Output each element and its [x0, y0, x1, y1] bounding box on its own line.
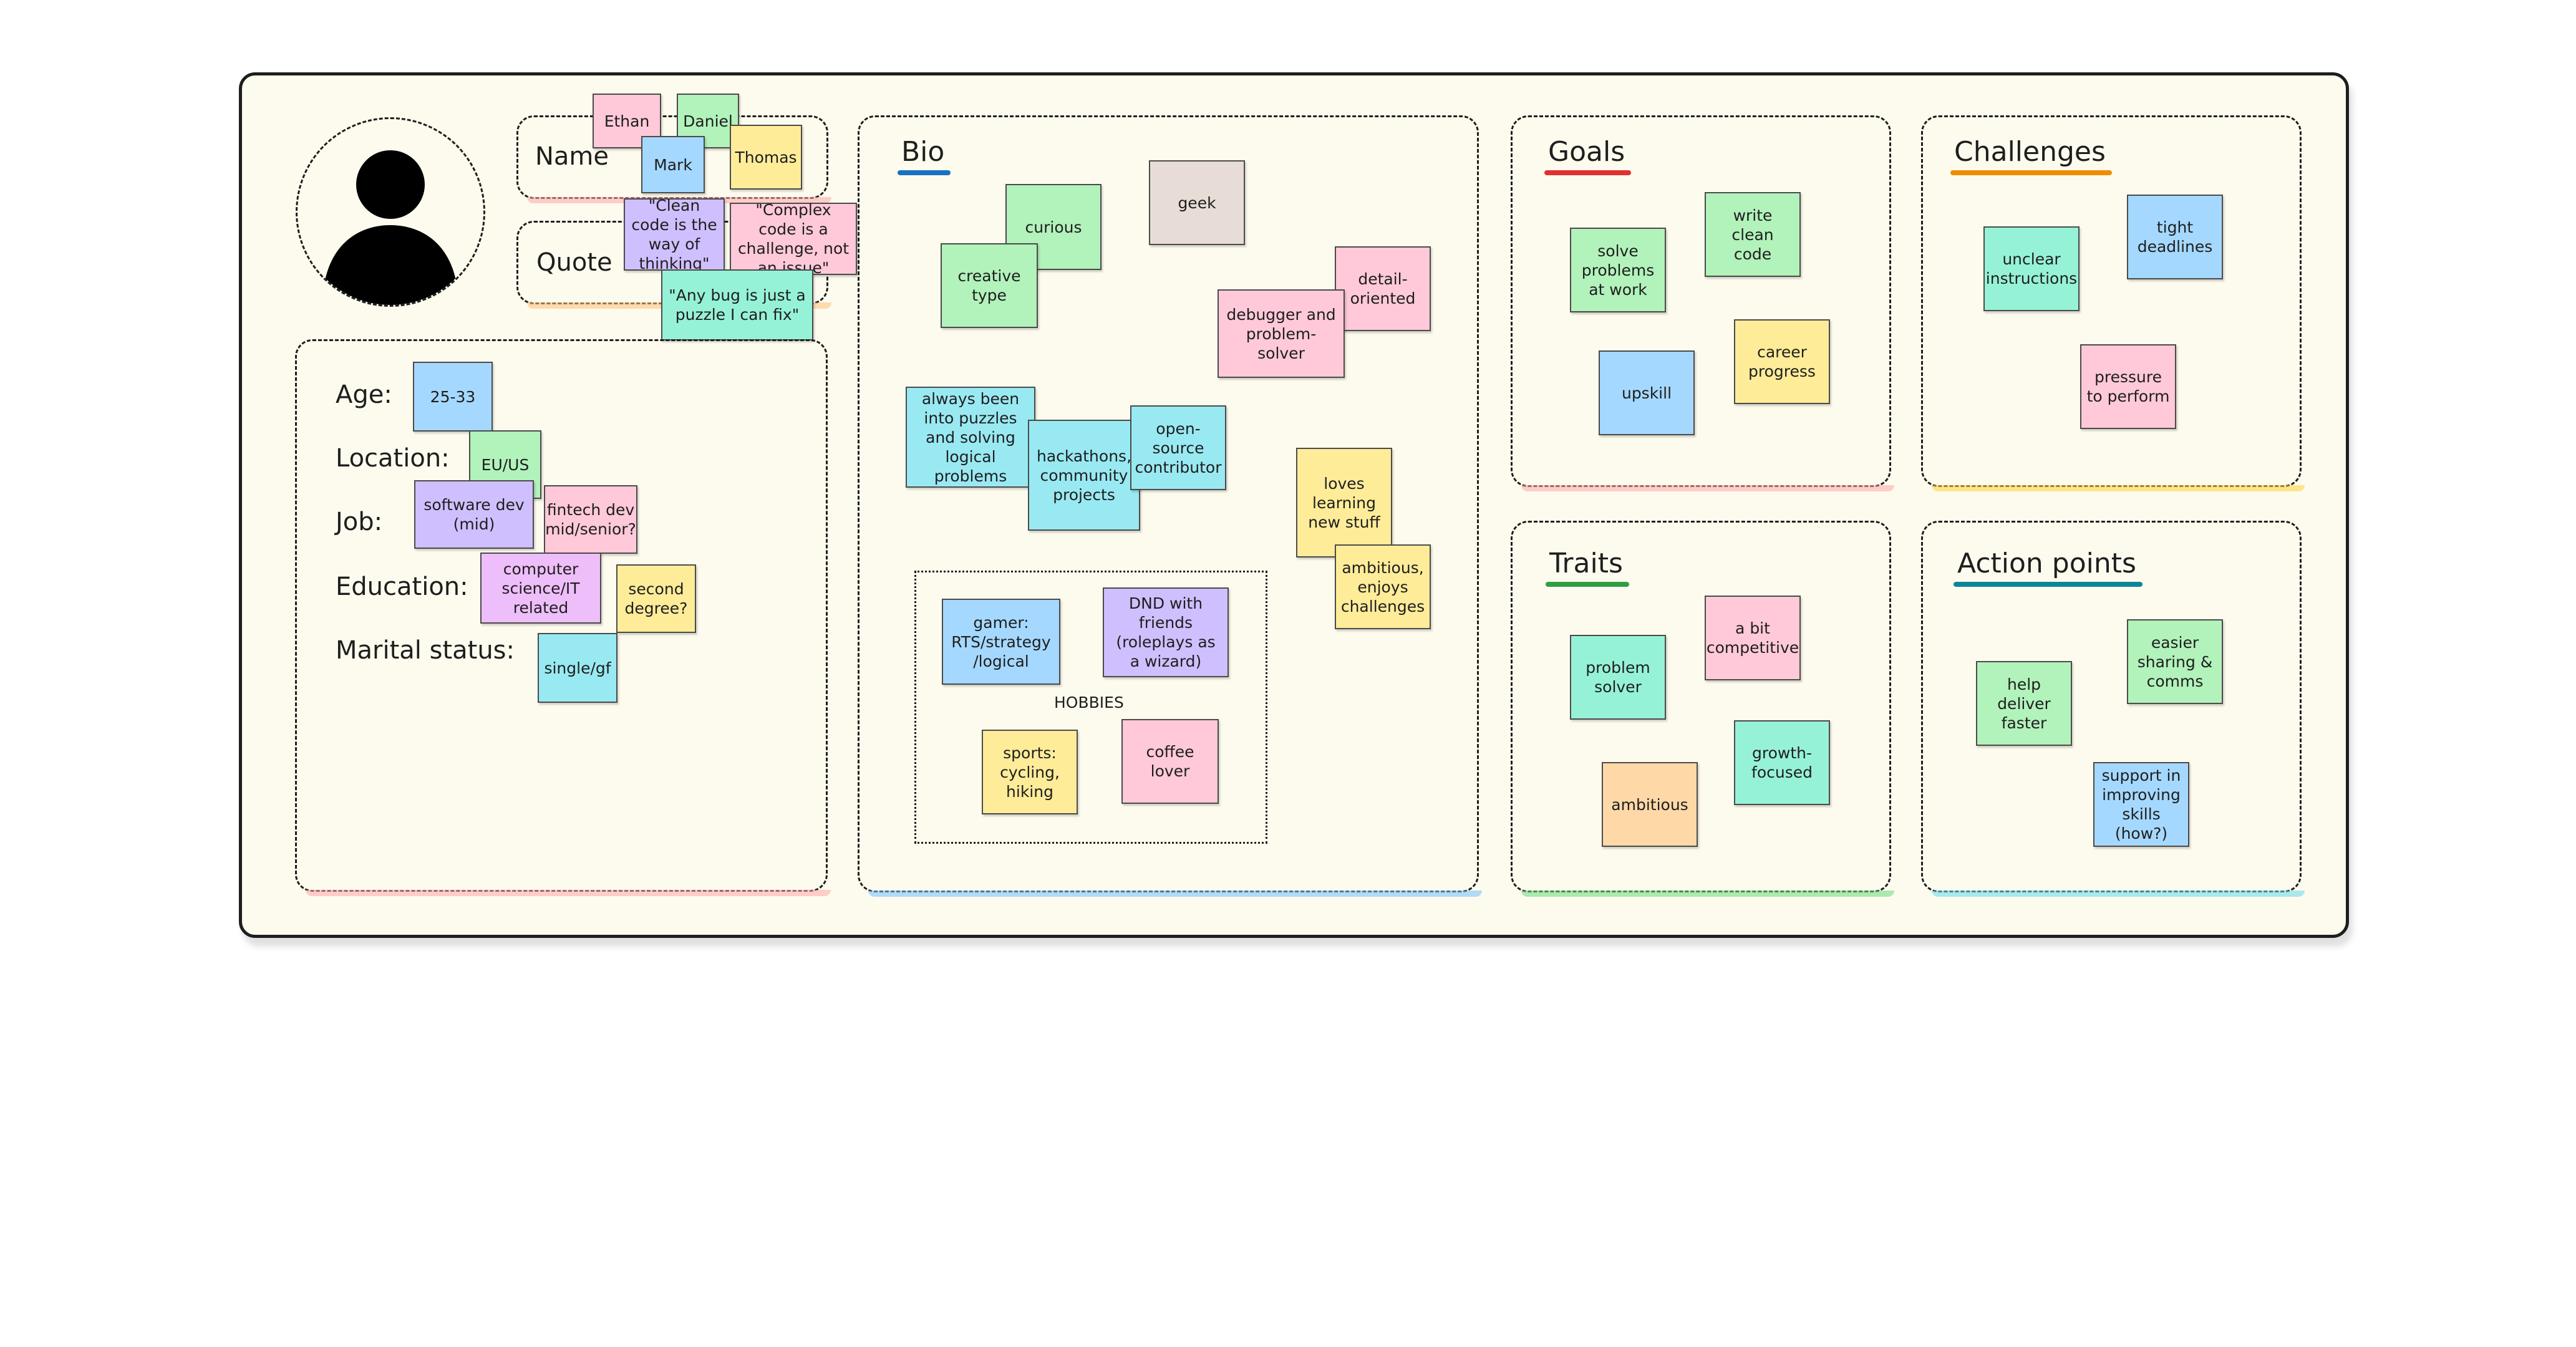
- challenge-note-deadlines[interactable]: tight deadlines: [2127, 195, 2223, 279]
- demographics-panel[interactable]: [295, 339, 831, 896]
- traits-title: Traits: [1546, 548, 1629, 587]
- job-label: Job:: [336, 508, 383, 536]
- hobby-note-gamer[interactable]: gamer: RTS/strategy /logical: [942, 599, 1060, 685]
- goals-title: Goals: [1544, 136, 1632, 175]
- traits-title-underline: [1546, 582, 1629, 587]
- location-label: Location:: [336, 444, 450, 473]
- bio-note-learning[interactable]: loves learning new stuff: [1296, 448, 1392, 558]
- goal-note-upskill[interactable]: upskill: [1599, 350, 1695, 435]
- trait-note-growth[interactable]: growth-focused: [1734, 720, 1830, 805]
- action-points-title-underline: [1954, 582, 2143, 587]
- name-note-thomas[interactable]: Thomas: [730, 125, 802, 190]
- marital-note[interactable]: single/gf: [538, 633, 617, 703]
- goals-title-underline: [1544, 170, 1632, 175]
- marital-status-label: Marital status:: [336, 636, 515, 665]
- quote-note-complex-code[interactable]: "Complex code is a challenge, not an iss…: [730, 201, 857, 277]
- challenges-panel[interactable]: [1921, 115, 2305, 491]
- traits-title-text: Traits: [1549, 548, 1623, 579]
- goals-title-text: Goals: [1548, 136, 1625, 168]
- education-label: Education:: [336, 572, 468, 601]
- job-note-fintech-dev[interactable]: fintech dev mid/senior?: [544, 485, 637, 554]
- hobbies-label: HOBBIES: [1054, 693, 1124, 712]
- bio-note-open-source[interactable]: open-source contributor: [1130, 405, 1226, 490]
- challenges-title-underline: [1950, 170, 2112, 175]
- bio-panel[interactable]: [858, 115, 1482, 897]
- challenges-title: Challenges: [1950, 136, 2112, 175]
- bio-title: Bio: [898, 136, 951, 175]
- quote-note-clean-code[interactable]: "Clean code is the way of thinking": [624, 196, 725, 273]
- traits-panel[interactable]: [1511, 521, 1894, 897]
- action-note-sharing[interactable]: easier sharing & comms: [2127, 619, 2223, 704]
- action-note-deliver-faster[interactable]: help deliver faster: [1976, 661, 2072, 746]
- action-points-title: Action points: [1954, 548, 2143, 587]
- education-note-second-degree[interactable]: second degree?: [616, 564, 696, 633]
- quote-label: Quote: [536, 248, 613, 277]
- goal-note-clean-code[interactable]: write clean code: [1705, 192, 1801, 277]
- bio-title-underline: [898, 170, 951, 175]
- action-points-panel[interactable]: [1921, 521, 2305, 897]
- hobbies-group[interactable]: [914, 571, 1267, 844]
- job-note-software-dev[interactable]: software dev (mid): [414, 480, 534, 549]
- hobby-note-sports[interactable]: sports: cycling, hiking: [982, 730, 1078, 814]
- trait-note-problem-solver[interactable]: problem solver: [1570, 635, 1666, 720]
- name-note-mark[interactable]: Mark: [641, 136, 705, 193]
- goal-note-career[interactable]: career progress: [1734, 319, 1830, 404]
- age-note[interactable]: 25-33: [413, 362, 493, 432]
- bio-note-puzzles[interactable]: always been into puzzles and solving log…: [906, 387, 1035, 488]
- action-points-title-text: Action points: [1957, 548, 2136, 579]
- bio-note-debugger[interactable]: debugger and problem-solver: [1218, 289, 1345, 378]
- age-label: Age:: [336, 380, 392, 409]
- action-note-support[interactable]: support in improving skills (how?): [2093, 762, 2189, 847]
- hobby-note-dnd[interactable]: DND with friends (roleplays as a wizard): [1103, 587, 1229, 677]
- bio-title-text: Bio: [901, 136, 945, 168]
- bio-note-ambitious[interactable]: ambitious, enjoys challenges: [1335, 544, 1431, 629]
- bio-note-detail-oriented[interactable]: detail-oriented: [1335, 246, 1431, 331]
- hobby-note-coffee[interactable]: coffee lover: [1121, 719, 1219, 804]
- trait-note-ambitious[interactable]: ambitious: [1602, 762, 1698, 847]
- avatar[interactable]: [296, 117, 485, 307]
- bio-note-hackathons[interactable]: hackathons, community projects: [1028, 420, 1140, 531]
- challenge-note-pressure[interactable]: pressure to perform: [2080, 344, 2176, 429]
- challenges-title-text: Challenges: [1954, 136, 2106, 168]
- bio-note-geek[interactable]: geek: [1149, 160, 1245, 245]
- goal-note-solve-problems[interactable]: solve problems at work: [1570, 228, 1666, 312]
- user-silhouette-icon: [322, 150, 458, 305]
- quote-note-any-bug[interactable]: "Any bug is just a puzzle I can fix": [661, 269, 813, 340]
- education-note-cs[interactable]: computer science/IT related: [480, 553, 601, 624]
- challenge-note-unclear[interactable]: unclear instructions: [1983, 226, 2080, 311]
- goals-panel[interactable]: [1511, 115, 1894, 491]
- trait-note-competitive[interactable]: a bit competitive: [1705, 596, 1801, 680]
- bio-note-creative-type[interactable]: creative type: [941, 243, 1038, 328]
